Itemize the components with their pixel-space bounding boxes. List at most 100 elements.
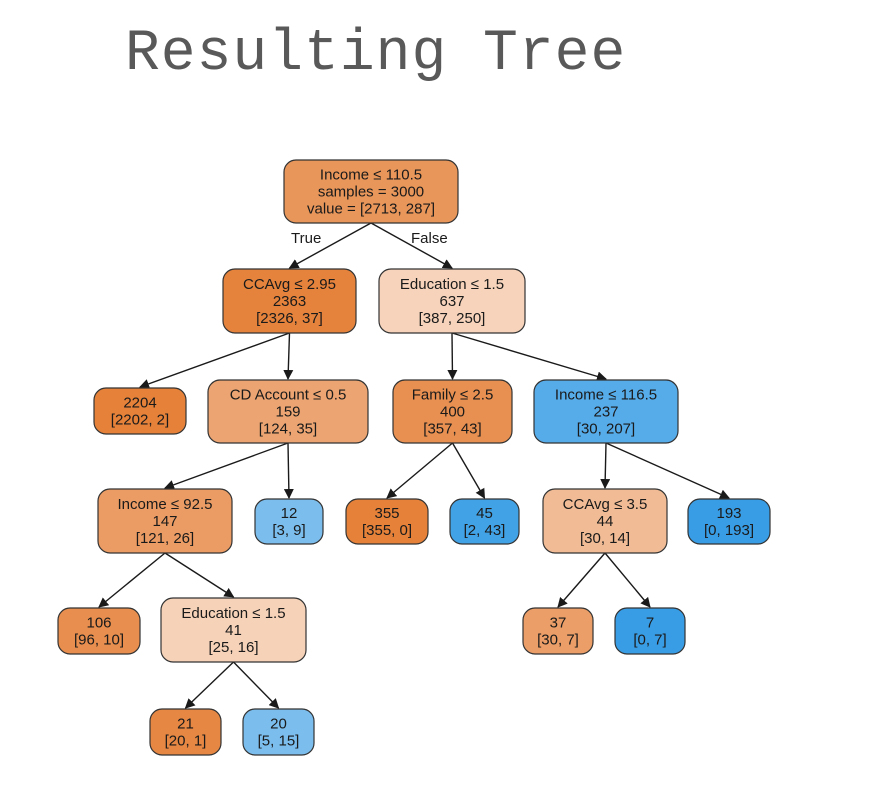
node-line: CCAvg ≤ 3.5 [563,496,648,513]
node-line: [96, 10] [74,632,124,649]
tree-node: 7[0, 7] [614,607,686,655]
node-line: 45 [476,505,493,522]
edge-n4-n8 [283,442,294,499]
node-line: 12 [281,505,298,522]
node-box [149,708,222,756]
node-line: Income ≤ 116.5 [555,387,657,404]
node-box [93,387,187,435]
node-line: [20, 1] [165,733,207,750]
node-line: Family ≤ 2.5 [412,387,494,404]
edge-label-false: False [411,230,448,247]
node-line: 20 [270,716,287,733]
tree-node: 355[355, 0] [345,498,429,545]
node-line: 41 [225,622,242,639]
node-line: [3, 9] [272,522,305,539]
node-line: 7 [646,615,654,632]
node-line: 159 [275,404,300,421]
node-line: Education ≤ 1.5 [400,276,504,293]
edge-n1-n3 [139,332,290,389]
edge-n5-n9 [386,442,453,499]
edge-n6-n11 [600,442,611,489]
node-box [687,498,771,545]
node-line: [25, 16] [208,639,258,656]
edge-n11-n16 [604,552,651,608]
node-box [207,379,369,444]
edge-n5-n10 [451,442,486,499]
node-line: value = [2713, 287] [307,201,435,218]
node-box [97,488,233,554]
node-line: [121, 26] [136,530,194,547]
node-box [449,498,520,545]
node-line: 2204 [123,395,156,412]
node-line: 237 [593,404,618,421]
tree-node: 106[96, 10] [57,607,141,655]
node-line: 355 [374,505,399,522]
edge-n7-n13 [98,552,166,608]
tree-node: Education ≤ 1.541[25, 16] [160,597,307,663]
node-line: 37 [550,615,567,632]
edge-n7-n14 [164,552,235,598]
node-box [392,379,513,444]
node-line: 637 [439,293,464,310]
node-line: 44 [597,513,614,530]
edge-n6-n12 [605,442,730,499]
node-line: [0, 7] [633,632,666,649]
node-box [242,708,315,756]
tree-node: 20[5, 15] [242,708,315,756]
node-box [614,607,686,655]
node-box [533,379,679,444]
edge-n14-n17 [184,661,234,709]
node-line: 147 [152,513,177,530]
node-line: 21 [177,716,194,733]
edge-n0-n1 [288,222,372,269]
node-line: [30, 207] [577,421,635,438]
tree-node: 193[0, 193] [687,498,771,545]
node-line: [387, 250] [419,310,486,327]
node-line: 400 [440,404,465,421]
edge-n4-n7 [164,442,289,490]
edge-n1-n4 [283,332,294,380]
node-line: [0, 193] [704,522,754,539]
page-title: Resulting Tree [125,22,627,87]
node-box [57,607,141,655]
node-box [542,488,668,554]
edge-label-true: True [291,230,321,247]
node-line: [355, 0] [362,522,412,539]
node-line: [124, 35] [259,421,317,438]
node-box [254,498,324,545]
tree-node: CCAvg ≤ 3.544[30, 14] [542,488,668,554]
node-line: Income ≤ 92.5 [118,496,213,513]
edge-n14-n18 [232,661,280,709]
node-line: Income ≤ 110.5 [320,167,422,184]
tree-node: 2204[2202, 2] [93,387,187,435]
node-line: 2363 [273,293,306,310]
node-line: [2, 43] [464,522,506,539]
node-box [283,159,459,224]
node-line: [30, 7] [537,632,579,649]
tree-node: 12[3, 9] [254,498,324,545]
node-line: CCAvg ≤ 2.95 [243,276,336,293]
node-line: Education ≤ 1.5 [181,605,285,622]
node-line: [30, 14] [580,530,630,547]
node-line: [357, 43] [423,421,481,438]
node-box [222,268,357,334]
edge-n0-n2 [370,222,453,269]
node-box [345,498,429,545]
tree-node: 21[20, 1] [149,708,222,756]
node-line: [2202, 2] [111,412,169,429]
node-line: CD Account ≤ 0.5 [230,387,347,404]
tree-node: 37[30, 7] [522,607,594,655]
node-box [378,268,526,334]
tree-node: 45[2, 43] [449,498,520,545]
node-line: [2326, 37] [256,310,323,327]
node-line: 193 [716,505,741,522]
node-box [160,597,307,663]
